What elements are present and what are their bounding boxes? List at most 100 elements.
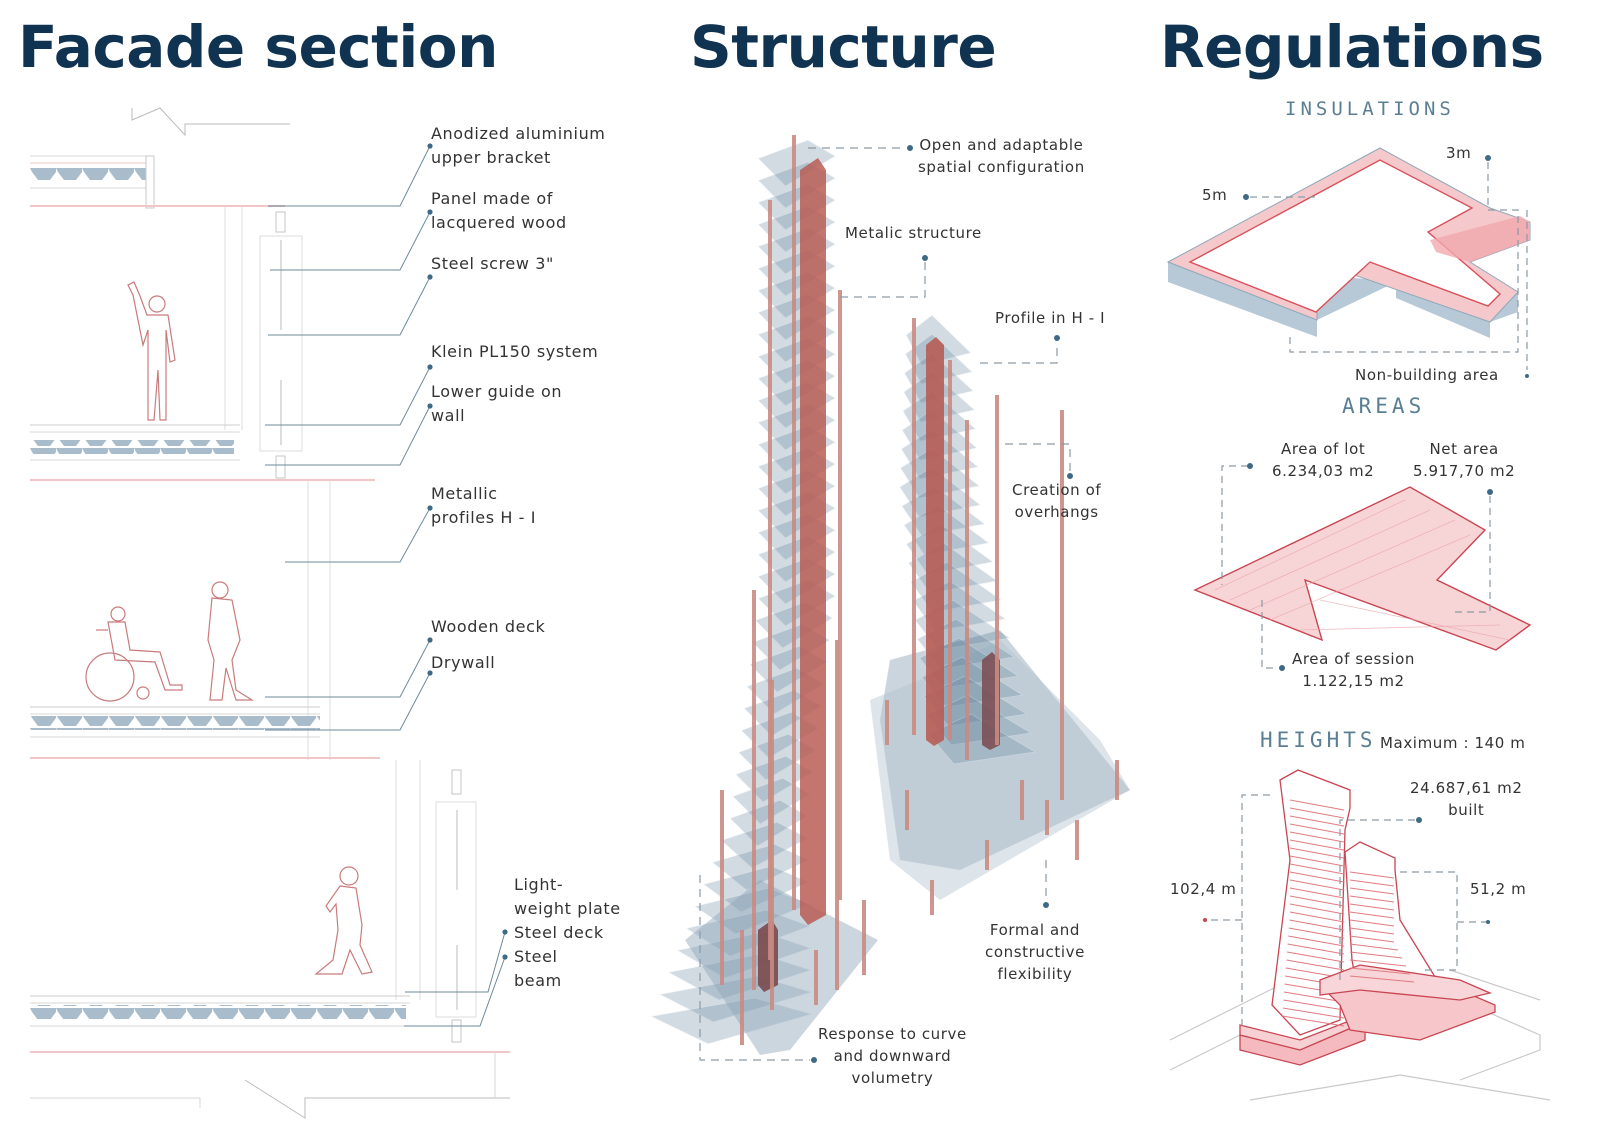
steel-column (1115, 760, 1119, 800)
floor-line (1287, 943, 1345, 955)
floor-plate (757, 139, 837, 187)
label-steel-beam: Steel beam (514, 945, 562, 993)
label-line: wall (431, 406, 466, 425)
label-lower-guide: Lower guide on wall (431, 380, 562, 428)
steel-column (792, 135, 796, 910)
label-setback-3m: 3m (1446, 144, 1472, 162)
steel-column (768, 200, 772, 960)
insulations-heading: INSULATIONS (1285, 98, 1455, 120)
floor-line (1349, 911, 1395, 919)
steel-column (838, 290, 842, 900)
steel-column (814, 950, 818, 1005)
value-area-of-session: 1.122,15 m2 (1302, 672, 1405, 690)
tall-tower-columns (720, 135, 866, 1045)
steel-column (905, 790, 909, 830)
label-line: Metallic (431, 484, 498, 503)
label-line: Panel made of (431, 189, 553, 208)
label-line: constructive (985, 943, 1085, 961)
label-steel-deck: Steel deck (514, 923, 604, 942)
floor-slab-4 (30, 995, 510, 1119)
tower-short-floor-lines (1349, 871, 1415, 983)
label-line: Response to curve (818, 1025, 967, 1043)
label-tower-height-b: 51,2 m (1470, 880, 1527, 898)
label-klein-system: Klein PL150 system (431, 342, 599, 361)
floor-slab-2 (30, 424, 375, 481)
floor-line (1289, 863, 1345, 875)
label-built-area: 24.687,61 m2 built (1410, 777, 1522, 821)
value-net-area: 5.917,70 m2 (1413, 462, 1516, 480)
areas-dims (1221, 465, 1491, 669)
steel-column (752, 590, 756, 990)
label-net-area: Net area 5.917,70 m2 (1413, 438, 1515, 482)
floor-line (1349, 943, 1399, 951)
facade-leader-dots (427, 143, 508, 960)
label-setback-5m: 5m (1202, 186, 1228, 204)
label-line: Net area (1429, 440, 1499, 458)
label-line: upper bracket (431, 148, 551, 167)
structure-leader-lines (699, 147, 1071, 1061)
areas-heading: AREAS (1342, 394, 1426, 418)
label-line: built (1448, 801, 1485, 819)
label-line: Area of session (1292, 650, 1416, 668)
floor-line (1288, 927, 1345, 939)
steel-column (1045, 800, 1049, 835)
value-area-of-lot: 6.234,03 m2 (1272, 462, 1375, 480)
label-line: volumetry (851, 1069, 934, 1087)
steel-column (985, 840, 989, 870)
label-line: Area of lot (1280, 440, 1366, 458)
label-line: flexibility (997, 965, 1073, 983)
facade-section-title: Facade section (18, 13, 498, 81)
floor-line (1349, 903, 1395, 911)
heights-dims (1208, 794, 1488, 1030)
floor-line (1289, 847, 1345, 859)
floor-line (1283, 999, 1345, 1011)
label-open-adaptable: Open and adaptable spatial configuration (918, 134, 1085, 178)
label-formal-flexibility: Formal and constructive flexibility (985, 919, 1085, 985)
label-tower-height-a: 102,4 m (1170, 880, 1237, 898)
label-profile-h-i: Profile in H - I (995, 309, 1106, 327)
floor-line (1289, 871, 1345, 883)
floor-line (1286, 951, 1345, 963)
floor-line (1349, 951, 1403, 959)
floor-line (1349, 927, 1395, 935)
floor-line (1289, 887, 1345, 899)
top-slab (30, 107, 290, 209)
areas-plan (1193, 486, 1532, 651)
label-lightweight-plate: Light- weight plate (514, 873, 621, 921)
label-line: Formal and (989, 921, 1081, 939)
steel-column (1020, 780, 1024, 820)
facade-panel-1 (259, 211, 303, 479)
floor-line (1349, 935, 1395, 943)
label-response-curve: Response to curve and downward volumetry (818, 1023, 967, 1089)
floor-line (1349, 919, 1395, 927)
steel-column (720, 790, 724, 985)
floor-line (1289, 839, 1345, 851)
tower-tall-floor-lines (1282, 799, 1345, 1027)
label-panel-lacquered-wood: Panel made of lacquered wood (431, 187, 567, 235)
floor-plate (684, 909, 812, 957)
floor-line (1289, 823, 1345, 835)
label-line: Open and adaptable (919, 136, 1084, 154)
label-creation-overhangs: Creation of overhangs (1012, 479, 1101, 523)
steel-column (965, 420, 969, 760)
label-line: beam (514, 971, 562, 990)
label-line: Lower guide on (431, 382, 563, 401)
tower-short (1319, 841, 1496, 1041)
floor-line (1289, 919, 1345, 931)
steel-column (770, 680, 774, 1010)
insulations-plan (1166, 147, 1531, 338)
insulations-dims (1250, 162, 1528, 370)
floor-line (1349, 887, 1395, 895)
label-drywall: Drywall (431, 653, 496, 672)
label-line: weight plate (514, 899, 621, 918)
steel-column (740, 930, 744, 1045)
floor-line (1349, 895, 1395, 903)
floor-line (1289, 831, 1345, 843)
floor-line (1289, 903, 1345, 915)
base-plate (685, 880, 878, 1055)
floor-line (1349, 871, 1395, 879)
label-area-of-session: Area of session 1.122,15 m2 (1292, 648, 1415, 692)
floor-line (1289, 895, 1345, 907)
